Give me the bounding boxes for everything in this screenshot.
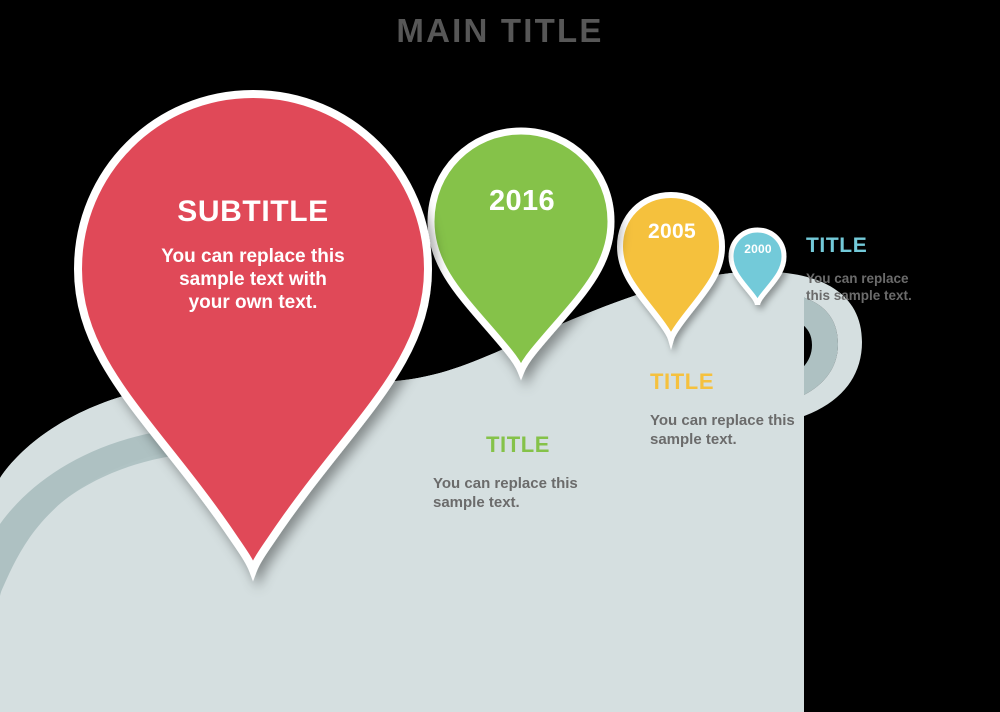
label-green-title: TITLE [485, 432, 551, 457]
pin-cyan-shape[interactable] [728, 227, 787, 306]
label-yellow-body-line-1: You can replace this [650, 412, 795, 429]
pin-red-shape[interactable] [73, 89, 433, 582]
label-cyan-body-line-1: You can replace [806, 271, 909, 286]
label-yellow-body-line-2: sample text. [650, 431, 737, 449]
label-block-cyan: TITLE You can replace this sample text. [806, 235, 966, 305]
label-green-body: You can replace this sample text. [433, 474, 648, 512]
road-graphic [0, 271, 862, 712]
label-cyan-title: TITLE [806, 234, 868, 257]
label-green-body-line-1: You can replace this [433, 475, 578, 492]
label-cyan-body-line-2: this sample text. [806, 288, 912, 304]
label-yellow-title: TITLE [650, 369, 715, 394]
page-title: MAIN TITLE [396, 12, 604, 49]
road-left-bend-shadow [0, 424, 338, 594]
label-block-green: TITLE You can replace this sample text. [433, 434, 648, 512]
label-cyan-body: You can replace this sample text. [806, 270, 966, 305]
pin-yellow-shape[interactable] [616, 191, 726, 350]
label-yellow-body: You can replace this sample text. [650, 411, 865, 449]
label-block-yellow: TITLE You can replace this sample text. [650, 371, 865, 449]
road-foreground [0, 271, 804, 712]
label-green-body-line-2: sample text. [433, 494, 520, 512]
pin-green-shape[interactable] [427, 127, 615, 381]
